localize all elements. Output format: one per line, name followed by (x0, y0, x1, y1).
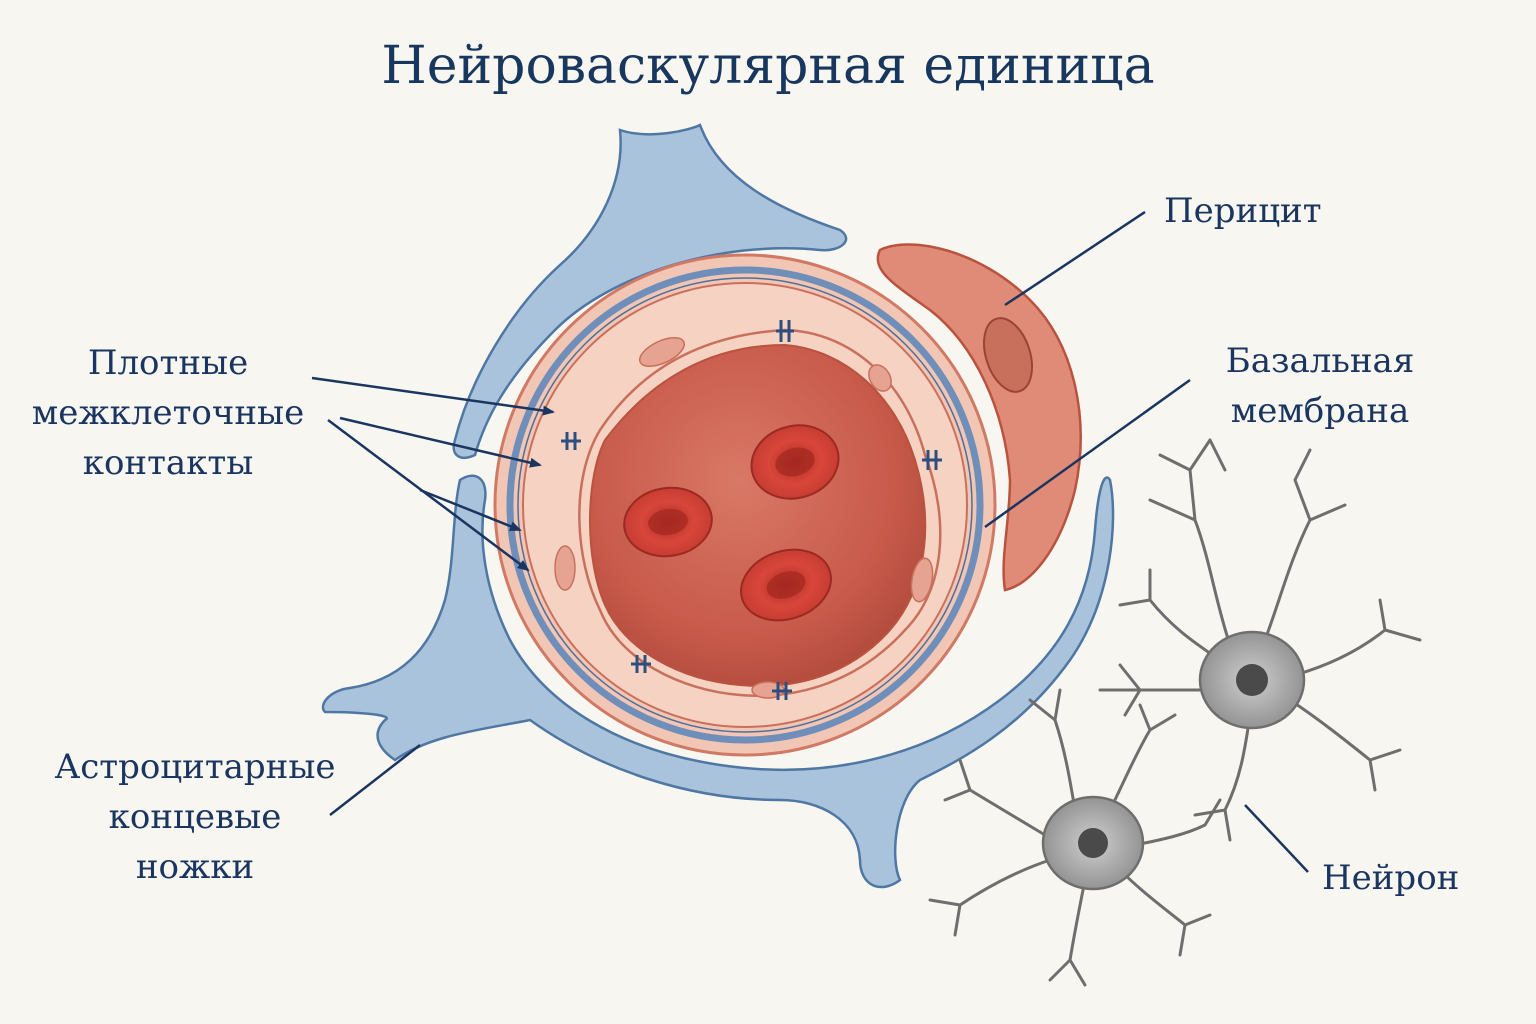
basal-membrane-leader (984, 378, 1191, 529)
tight-junction (561, 432, 581, 450)
red-blood-cell (740, 548, 832, 622)
endothelial-nucleus (868, 364, 892, 392)
tight-junction-marks (561, 320, 942, 700)
neuron-upper (1098, 438, 1422, 842)
endothelial-nucleus (910, 557, 934, 603)
astrocyte-upper-process (452, 123, 848, 459)
capillary-vessel (493, 253, 997, 757)
label-tight-junctions: Плотные межклеточные контакты (31, 343, 305, 483)
red-blood-cell (750, 424, 840, 500)
pericyte-nucleus (983, 317, 1033, 393)
tight-junction (631, 655, 651, 673)
neuron-cells (928, 438, 1422, 987)
vessel-lumen (589, 343, 927, 687)
label-astrocyte-endfeet: Астроцитарные концевые ножки (54, 747, 336, 887)
tight-junction (776, 320, 794, 342)
diagram-title: Нейроваскулярная единица (381, 36, 1155, 96)
label-neuron: Нейрон (1322, 858, 1460, 898)
astrocyte-leader (329, 744, 421, 816)
pericyte-cell (876, 243, 1082, 592)
pericyte-leader (1004, 210, 1146, 307)
tight-junction (922, 450, 942, 470)
neuron-lower (928, 688, 1222, 987)
astrocyte-endfeet (321, 123, 1115, 889)
tight-junction (772, 682, 792, 700)
tight-junction-arrow (339, 416, 542, 468)
tight-junction-arrow (327, 419, 530, 572)
label-pericyte: Перицит (1164, 191, 1322, 231)
astrocyte-lower-process (321, 474, 1115, 889)
label-basal-membrane: Базальная мембрана (1225, 341, 1415, 431)
neuron-leader (1244, 804, 1309, 873)
tight-junction-arrow (419, 488, 522, 532)
endothelial-nucleus (554, 545, 576, 591)
tight-junction-arrow (311, 376, 555, 416)
leader-lines (311, 210, 1309, 873)
red-blood-cell (623, 486, 713, 558)
endothelial-nucleus (639, 337, 685, 367)
basal-membrane-ring (506, 266, 984, 744)
